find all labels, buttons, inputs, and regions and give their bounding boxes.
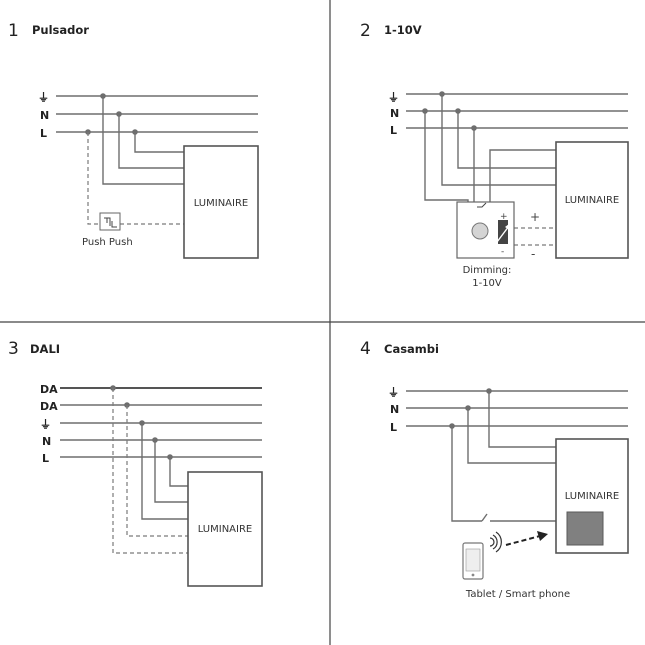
- panel-2-number: 2: [360, 21, 371, 41]
- panel-3-luminaire-box: [187, 471, 263, 587]
- panel-3-da1-label: DA: [40, 383, 58, 396]
- panel-3-ground-label: ⏚: [40, 418, 51, 431]
- panel-pulsador: 1 Pulsador ⏚ N L LUMINAIRE Push Pus: [8, 21, 259, 259]
- panel-3-luminaire-label: LUMINAIRE: [198, 524, 253, 535]
- panel-2-luminaire-box: [555, 141, 629, 259]
- panel-2-n-label: N: [390, 107, 399, 120]
- dimmer-knob-icon: [471, 222, 489, 240]
- panel-4-ground-label: ⏚: [388, 386, 399, 399]
- panel-1-luminaire-box: [183, 145, 259, 259]
- smartphone-icon: [462, 542, 484, 580]
- panel-2-dimmer-caption-line1: Dimming:: [463, 265, 512, 276]
- panel-1-l-label: L: [40, 127, 47, 140]
- panel-dali: 3 DALI DA DA ⏚ N L LUMINAIRE: [8, 339, 263, 587]
- svg-text:+: +: [500, 212, 508, 222]
- casambi-module: [566, 511, 604, 546]
- panel-3-wires: [60, 385, 262, 554]
- panel-4-n-label: N: [390, 403, 399, 416]
- panel-3-l-label: L: [42, 452, 49, 465]
- svg-text:-: -: [501, 247, 504, 257]
- panel-4-l-label: L: [390, 421, 397, 434]
- panel-3-n-label: N: [42, 435, 51, 448]
- panel-4-luminaire-label: LUMINAIRE: [565, 491, 620, 502]
- panel-3-title: DALI: [30, 342, 60, 356]
- panel-2-minus-sign: -: [531, 247, 535, 261]
- wireless-signal-icon: [489, 531, 502, 553]
- panel-1-number: 1: [8, 21, 19, 41]
- panel-4-title: Casambi: [384, 342, 439, 356]
- push-switch-icon: [99, 212, 121, 231]
- panel-3-da2-label: DA: [40, 400, 58, 413]
- panel-2-dimmer-caption-line2: 1-10V: [472, 278, 502, 289]
- dimmer-module: + -: [456, 201, 515, 259]
- panel-1-luminaire-label: LUMINAIRE: [194, 198, 249, 209]
- panel-4-wires: [406, 388, 628, 522]
- panel-2-ground-label: ⏚: [388, 91, 399, 104]
- dimmer-slider-icon: [498, 220, 508, 244]
- panel-2-title: 1-10V: [384, 23, 422, 37]
- panel-2-plus-sign: +: [530, 210, 540, 224]
- panel-3-number: 3: [8, 339, 19, 359]
- panel-1-title: Pulsador: [32, 23, 89, 37]
- panel-1-wires: [56, 93, 258, 225]
- panel-1-ground-label: ⏚: [38, 91, 49, 104]
- panel-2-wires: [406, 91, 628, 246]
- panel-4-device-caption: Tablet / Smart phone: [465, 589, 570, 600]
- panel-1-n-label: N: [40, 109, 49, 122]
- signal-arrow-icon: [505, 531, 548, 546]
- panel-casambi: 4 Casambi ⏚ N L LUMINAIRE: [360, 339, 629, 600]
- panel-2-luminaire-label: LUMINAIRE: [565, 195, 620, 206]
- panel-1-10v: 2 1-10V ⏚ N L LUMINAIRE: [360, 21, 629, 289]
- panel-4-number: 4: [360, 339, 371, 359]
- panel-2-l-label: L: [390, 124, 397, 137]
- panel-1-switch-label: Push Push: [82, 237, 133, 248]
